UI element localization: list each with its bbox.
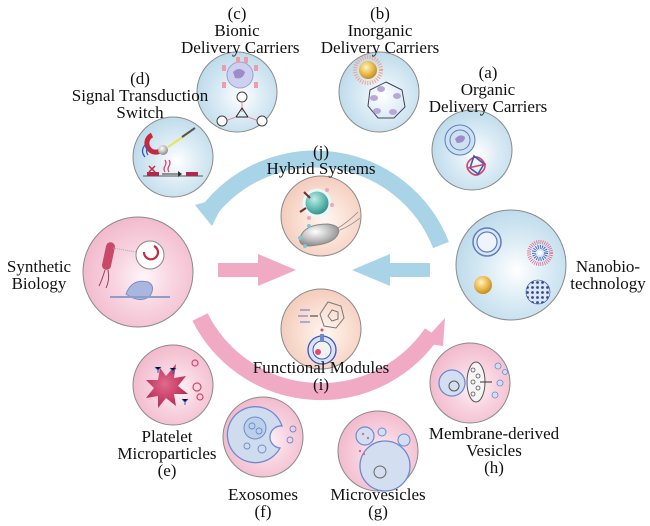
label-line: Microparticles — [117, 444, 217, 463]
label-inorganic-delivery-carriers: (b) Inorganic Delivery Carriers — [320, 5, 440, 56]
inorganic-delivery-carriers-circle — [338, 51, 420, 133]
blue-cycle-arrowhead — [195, 196, 227, 226]
nanobiotechnology-circle — [455, 209, 567, 321]
tag-b: (b) — [370, 4, 390, 23]
label-line: Delivery Carriers — [428, 97, 548, 116]
tag-j: (j) — [312, 142, 330, 161]
label-line: Biology — [11, 274, 67, 293]
label-line: technology — [570, 274, 646, 293]
label-nanobiotechnology: Nanobio- technology — [566, 258, 650, 292]
label-line: Microvesicles — [330, 485, 426, 504]
tag-c: (c) — [227, 4, 247, 23]
label-line: Bionic — [214, 21, 260, 40]
label-line: Functional Modules — [252, 358, 390, 377]
blue-cycle-arrow — [201, 150, 449, 249]
label-signal-transduction-switch: (d) Signal Transduction Switch — [66, 70, 214, 121]
signal-transduction-switch-circle — [132, 116, 214, 198]
label-bionic-delivery-carriers: (c) Bionic Delivery Carriers — [181, 4, 300, 57]
organic-delivery-carriers-circle — [431, 109, 513, 191]
tag-i: (i) — [312, 375, 330, 394]
blue-straight-arrow — [352, 254, 430, 286]
label-functional-modules: Functional Modules (i) — [241, 359, 401, 393]
label-microvesicles: Microvesicles (g) — [326, 486, 430, 520]
tag-g: (g) — [368, 502, 388, 521]
membrane-derived-vesicles-circle — [429, 342, 511, 424]
pink-cycle-arrow — [192, 313, 440, 400]
label-line: Delivery Carriers — [181, 38, 300, 57]
platelet-microparticles-circle — [132, 344, 214, 426]
hybrid-systems-circle — [280, 175, 362, 257]
microvesicles-circle — [337, 410, 419, 492]
label-hybrid-systems: (j) Hybrid Systems — [256, 143, 386, 177]
label-line: Inorganic — [347, 21, 413, 40]
pink-straight-arrow — [218, 254, 296, 286]
label-line: Membrane-derived — [428, 424, 560, 443]
tag-d: (d) — [130, 69, 150, 88]
label-synthetic-biology: Synthetic Biology — [4, 258, 74, 292]
label-line: Signal Transduction — [71, 86, 209, 105]
label-line: Exosomes — [228, 485, 298, 504]
tag-h: (h) — [484, 458, 504, 477]
label-line: Nanobio- — [575, 257, 641, 276]
label-line: Delivery Carriers — [320, 38, 440, 57]
label-line: Platelet — [141, 427, 193, 446]
label-line: Switch — [116, 103, 164, 122]
tag-f: (f) — [254, 502, 272, 521]
label-exosomes: Exosomes (f) — [218, 486, 308, 520]
label-line: Hybrid Systems — [266, 159, 376, 178]
label-platelet-microparticles: Platelet Microparticles (e) — [112, 428, 222, 479]
tag-e: (e) — [157, 461, 177, 480]
tag-a: (a) — [478, 63, 498, 82]
bionic-delivery-carriers-circle — [196, 51, 278, 133]
label-line: Vesicles — [466, 441, 522, 460]
label-organic-delivery-carriers: (a) Organic Delivery Carriers — [428, 64, 548, 115]
synthetic-biology-circle — [82, 216, 194, 328]
label-line: Synthetic — [6, 257, 72, 276]
label-line: Organic — [460, 80, 516, 99]
label-membrane-derived-vesicles: Membrane-derived Vesicles (h) — [424, 425, 564, 476]
exosomes-circle — [222, 396, 304, 478]
functional-modules-circle — [280, 288, 362, 370]
pink-cycle-arrowhead — [422, 318, 445, 346]
